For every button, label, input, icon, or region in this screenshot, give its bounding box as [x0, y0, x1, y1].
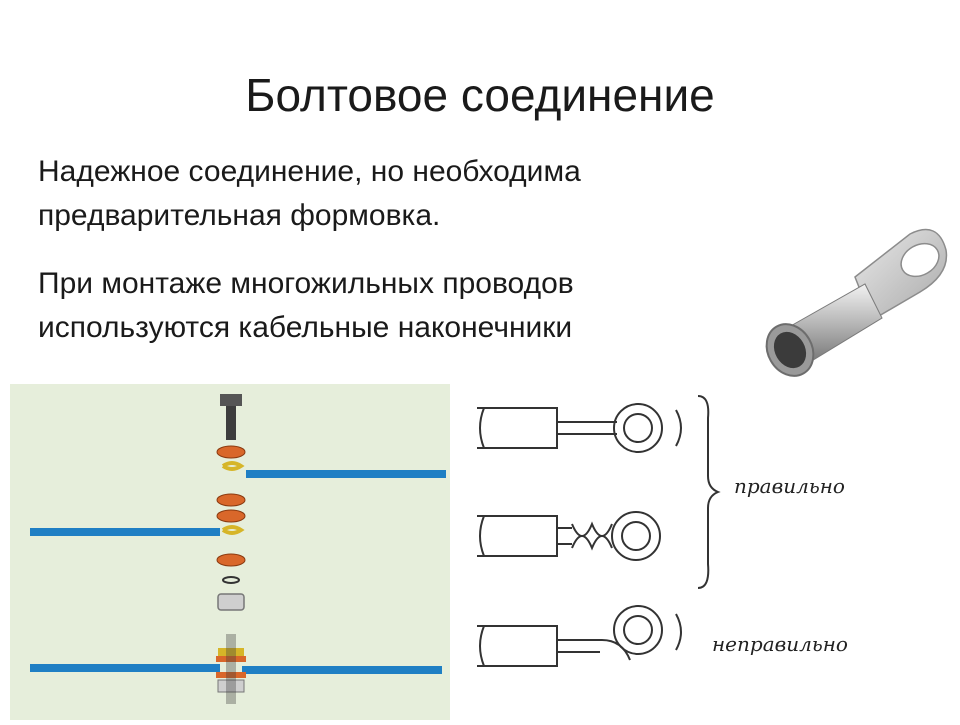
paragraph-cable-lugs: При монтаже многожильных проводов исполь… — [38, 262, 574, 350]
label-correct: правильно — [734, 474, 845, 498]
label-incorrect: неправильно — [712, 632, 848, 656]
paragraph-line: При монтаже многожильных проводов — [38, 267, 574, 300]
wire-loops-diagram: правильно неправильно — [472, 388, 932, 713]
paragraph-line: Надежное соединение, но необходима — [38, 155, 581, 188]
wire-loops-icon — [477, 395, 721, 667]
bolt-assembly-icon — [10, 384, 450, 720]
paragraph-line: используются кабельные наконечники — [38, 311, 573, 344]
bolt-assembly-image — [10, 384, 450, 725]
slide-title: Болтовое соединение — [245, 69, 715, 121]
paragraph-reliable-connection: Надежное соединение, но необходима предв… — [38, 150, 581, 238]
cable-lug-image — [760, 222, 950, 387]
cable-lug-icon — [765, 228, 948, 377]
paragraph-line: предварительная формовка. — [38, 199, 441, 232]
